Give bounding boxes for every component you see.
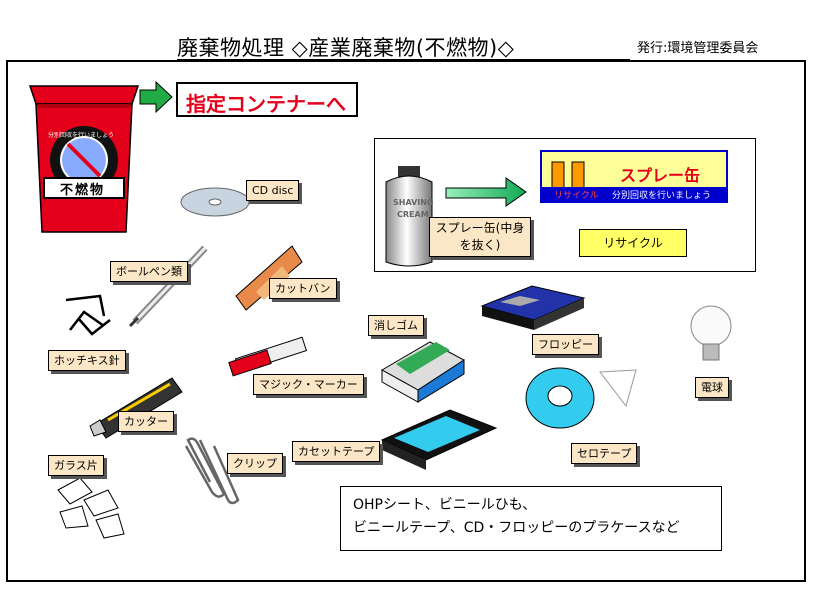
- cd-label: CD disc: [246, 180, 300, 201]
- spray-sign-recycle: リサイクル: [554, 191, 599, 201]
- content-frame: [6, 60, 806, 582]
- marker-label: マジック・マーカー: [253, 374, 364, 395]
- cutter-label: カッター: [118, 411, 174, 432]
- spray-can-text-1: SHAVING: [393, 198, 434, 207]
- eraser-label: 消しゴム: [368, 315, 424, 336]
- staple-label: ホッチキス針: [48, 350, 126, 371]
- note-text: OHPシート、ビニールひも、 ビニールテープ、CD・フロッピーのプラケースなど: [353, 494, 680, 540]
- cassette-label: カセットテープ: [292, 441, 381, 462]
- destination-label: 指定コンテナーへ: [186, 92, 346, 116]
- recycle-label: リサイクル: [579, 229, 687, 257]
- bin-ring-text: 分別回収を行いましょう: [48, 132, 115, 139]
- spray-sign: スプレー缶 リサイクル 分別回収を行いましょう: [540, 150, 728, 203]
- glass-label: ガラス片: [48, 455, 104, 476]
- spray-can-text-2: CREAM: [397, 210, 429, 219]
- floppy-label: フロッピー: [532, 334, 599, 355]
- spray-sign-message: 分別回収を行いましょう: [612, 191, 712, 201]
- note-line-1: OHPシート、ビニールひも、: [353, 497, 537, 513]
- tape-label: セロテープ: [571, 443, 638, 464]
- destination-box: 指定コンテナーへ: [176, 82, 358, 117]
- spray-panel: [374, 138, 756, 272]
- note-box: OHPシート、ビニールひも、 ビニールテープ、CD・フロッピーのプラケースなど: [340, 486, 722, 551]
- spray-sign-title: スプレー缶: [620, 166, 701, 185]
- bandage-label: カットバン: [269, 278, 337, 299]
- clip-label: クリップ: [227, 453, 283, 474]
- note-line-2: ビニールテープ、CD・フロッピーのプラケースなど: [353, 520, 680, 536]
- spray-can-label: スプレー缶(中身を抜く): [429, 217, 531, 257]
- issuer-text: 発行:環境管理委員会: [637, 41, 759, 56]
- spray-sign-bar: [542, 187, 726, 201]
- ballpoint-label: ボールペン類: [110, 261, 188, 282]
- bin-label: 不燃物: [60, 183, 106, 198]
- bulb-label: 電球: [695, 377, 729, 398]
- page-title: 廃棄物処理 ◇産業廃棄物(不燃物)◇: [177, 36, 515, 60]
